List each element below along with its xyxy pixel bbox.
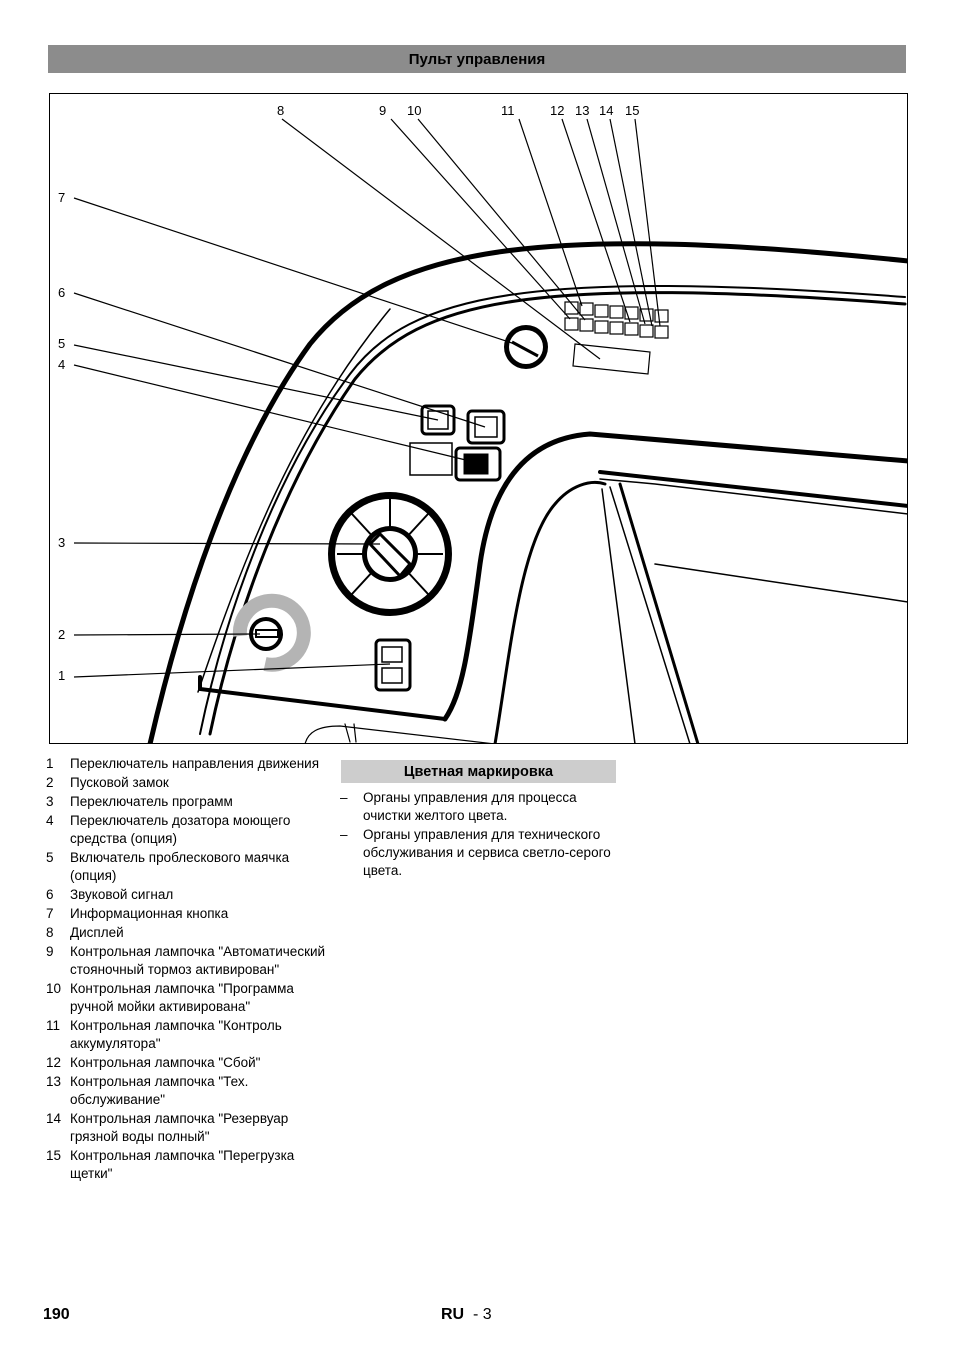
legend-text: Контрольная лампочка "Перегрузка щетки" <box>70 1148 295 1181</box>
legend-number: 10 <box>46 981 62 996</box>
legend-text: Контрольная лампочка "Контроль аккумулят… <box>70 1018 282 1051</box>
callout-13: 13 <box>575 103 589 118</box>
color-marking-list: –Органы управления для процесса очистки … <box>340 789 615 881</box>
legend-item: 11 Контрольная лампочка "Контроль аккумул… <box>46 1017 336 1053</box>
legend-text: Контрольная лампочка "Резервуар грязной … <box>70 1111 289 1144</box>
page-number: 190 <box>43 1306 70 1323</box>
legend-item: 14 Контрольная лампочка "Резервуар грязно… <box>46 1110 336 1146</box>
callout-1: 1 <box>58 668 65 683</box>
dash-bullet: – <box>340 790 348 805</box>
legend-number: 9 <box>46 944 54 959</box>
callout-6: 6 <box>58 285 65 300</box>
legend-number: 8 <box>46 925 54 940</box>
legend-item: 3 Переключатель программ <box>46 793 336 811</box>
legend-list: 1 Переключатель направления движения 2 Пус… <box>46 755 336 1184</box>
legend-number: 3 <box>46 794 54 809</box>
callout-10: 10 <box>407 103 421 118</box>
legend-item: 7 Информационная кнопка <box>46 905 336 923</box>
legend-text: Переключатель программ <box>70 794 233 809</box>
control-panel-figure: 1 2 3 4 5 6 7 8 9 10 11 12 13 14 15 <box>49 93 908 744</box>
legend-item: 9 Контрольная лампочка "Автоматический ст… <box>46 943 336 979</box>
legend-number: 2 <box>46 775 54 790</box>
legend-text: Контрольная лампочка "Автоматический сто… <box>70 944 326 977</box>
legend-number: 6 <box>46 887 54 902</box>
section-title: Пульт управления <box>48 45 906 73</box>
section-number: - 3 <box>473 1306 492 1323</box>
legend-number: 1 <box>46 756 54 771</box>
list-item: –Органы управления для технического обсл… <box>340 826 615 880</box>
legend-number: 5 <box>46 850 54 865</box>
list-item: –Органы управления для процесса очистки … <box>340 789 615 825</box>
color-marking-heading: Цветная маркировка <box>341 760 616 783</box>
legend-item: 10 Контрольная лампочка "Программа ручной… <box>46 980 336 1016</box>
control-panel-drawing: 1 2 3 4 5 6 7 8 9 10 11 12 13 14 15 <box>58 103 907 743</box>
language-code: RU <box>441 1306 465 1323</box>
callout-9: 9 <box>379 103 386 118</box>
legend-text: Включатель проблескового маячка (опция) <box>70 850 290 883</box>
legend-item: 4 Переключатель дозатора моющего средства… <box>46 812 336 848</box>
callout-11: 11 <box>501 103 515 118</box>
callout-5: 5 <box>58 336 65 351</box>
callout-2: 2 <box>58 627 65 642</box>
legend-item: 15 Контрольная лампочка "Перегрузка щетки… <box>46 1147 336 1183</box>
dash-bullet: – <box>340 827 348 842</box>
legend-text: Переключатель направления движения <box>70 756 320 771</box>
callout-14: 14 <box>599 103 613 118</box>
callout-3: 3 <box>58 535 65 550</box>
legend-item: 13 Контрольная лампочка "Тех. обслуживани… <box>46 1073 336 1109</box>
legend-item: 12 Контрольная лампочка "Сбой" <box>46 1054 336 1072</box>
legend-number: 11 <box>46 1018 61 1033</box>
callout-8: 8 <box>277 103 284 118</box>
legend-item: 8 Дисплей <box>46 924 336 942</box>
list-item-text: Органы управления для технического обслу… <box>363 827 611 878</box>
legend-text: Переключатель дозатора моющего средства … <box>70 813 291 846</box>
legend-text: Пусковой замок <box>70 775 169 790</box>
list-item-text: Органы управления для процесса очистки ж… <box>363 790 577 823</box>
legend-item: 2 Пусковой замок <box>46 774 336 792</box>
callout-4: 4 <box>58 357 65 372</box>
legend-item: 6 Звуковой сигнал <box>46 886 336 904</box>
legend-text: Контрольная лампочка "Сбой" <box>70 1055 261 1070</box>
legend-text: Дисплей <box>70 925 124 940</box>
callout-15: 15 <box>625 103 639 118</box>
legend-text: Контрольная лампочка "Тех. обслуживание" <box>70 1074 249 1107</box>
legend-text: Контрольная лампочка "Программа ручной м… <box>70 981 294 1014</box>
legend-number: 12 <box>46 1055 62 1070</box>
legend-number: 15 <box>46 1148 62 1163</box>
legend-number: 14 <box>46 1111 62 1126</box>
legend-number: 13 <box>46 1074 62 1089</box>
legend-text: Звуковой сигнал <box>70 887 174 902</box>
legend-number: 4 <box>46 813 54 828</box>
legend-number: 7 <box>46 906 54 921</box>
legend-item: 5 Включатель проблескового маячка (опция) <box>46 849 336 885</box>
callout-12: 12 <box>550 103 564 118</box>
legend-text: Информационная кнопка <box>70 906 229 921</box>
callout-7: 7 <box>58 190 65 205</box>
legend-item: 1 Переключатель направления движения <box>46 755 336 773</box>
footer-language: RU - 3 <box>441 1306 492 1324</box>
